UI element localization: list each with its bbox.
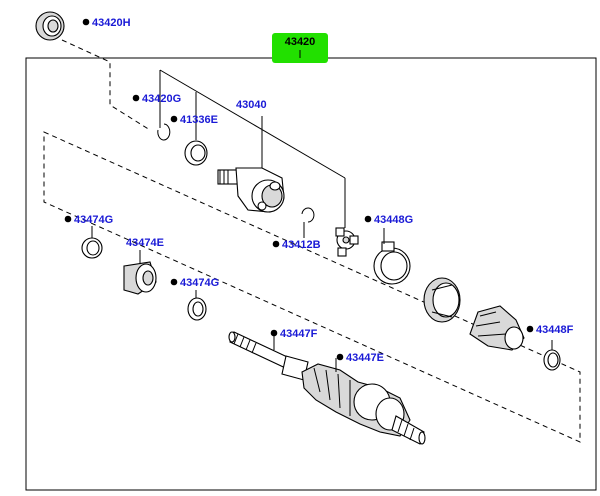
callout-43420g[interactable]: 43420G [132, 93, 181, 105]
callout-41336e[interactable]: 41336E [170, 114, 218, 126]
oil-seal-leader [61, 39, 151, 131]
callout-text: 43412B [282, 239, 321, 251]
callout-text: 43420H [92, 17, 131, 29]
tripod-spider[interactable] [335, 227, 359, 257]
main-part-highlight [272, 33, 328, 63]
callout-43448f[interactable]: 43448F [526, 324, 574, 336]
callout-text: 41336E [180, 114, 218, 126]
callout-43040[interactable]: 43040 [236, 99, 267, 111]
callout-text: 43447E [346, 352, 384, 364]
callout-text: 43474E [126, 237, 164, 249]
callout-text: 43448F [536, 324, 574, 336]
callout-text: 43447F [280, 328, 318, 340]
boot-clamp-43448g[interactable] [373, 241, 411, 285]
callout-text: 43420G [142, 93, 181, 105]
callout-text: 43040 [236, 99, 267, 111]
callout-text: 43474G [180, 277, 219, 289]
assembly-frame [25, 57, 597, 491]
damper-43474e[interactable] [123, 261, 157, 295]
callout-43447e[interactable]: 43447E [336, 352, 384, 364]
outboard-cv-joint[interactable] [301, 363, 426, 445]
callout-text: 43474G [74, 214, 113, 226]
callout-43448g[interactable]: 43448G [364, 214, 413, 226]
snap-ring-43420g[interactable] [157, 123, 171, 141]
inboard-boot[interactable] [423, 277, 461, 323]
inboard-joint-43040[interactable] [217, 167, 285, 213]
ring-43474g-lower[interactable] [187, 297, 207, 321]
callout-43474g-left[interactable]: 43474G [64, 214, 113, 226]
shaft-group-outline [43, 131, 581, 443]
callout-43474g-lower[interactable]: 43474G [170, 277, 219, 289]
clamp-43448f[interactable] [543, 349, 561, 371]
washer-41336e[interactable] [184, 140, 208, 166]
main-part-number[interactable]: 43420 [285, 36, 316, 48]
callout-43474e[interactable]: 43474E [126, 237, 164, 249]
callout-text: 43448G [374, 214, 413, 226]
callout-43420h[interactable]: 43420H [82, 17, 131, 29]
ring-43474g-left[interactable] [81, 237, 103, 259]
leader-43040-top [159, 69, 346, 179]
snap-ring-43412b[interactable] [301, 207, 315, 223]
oil-seal-43420h[interactable] [35, 11, 65, 41]
callout-43447f[interactable]: 43447F [270, 328, 318, 340]
callout-43412b[interactable]: 43412B [272, 239, 321, 251]
outboard-boot-right[interactable] [469, 305, 525, 351]
